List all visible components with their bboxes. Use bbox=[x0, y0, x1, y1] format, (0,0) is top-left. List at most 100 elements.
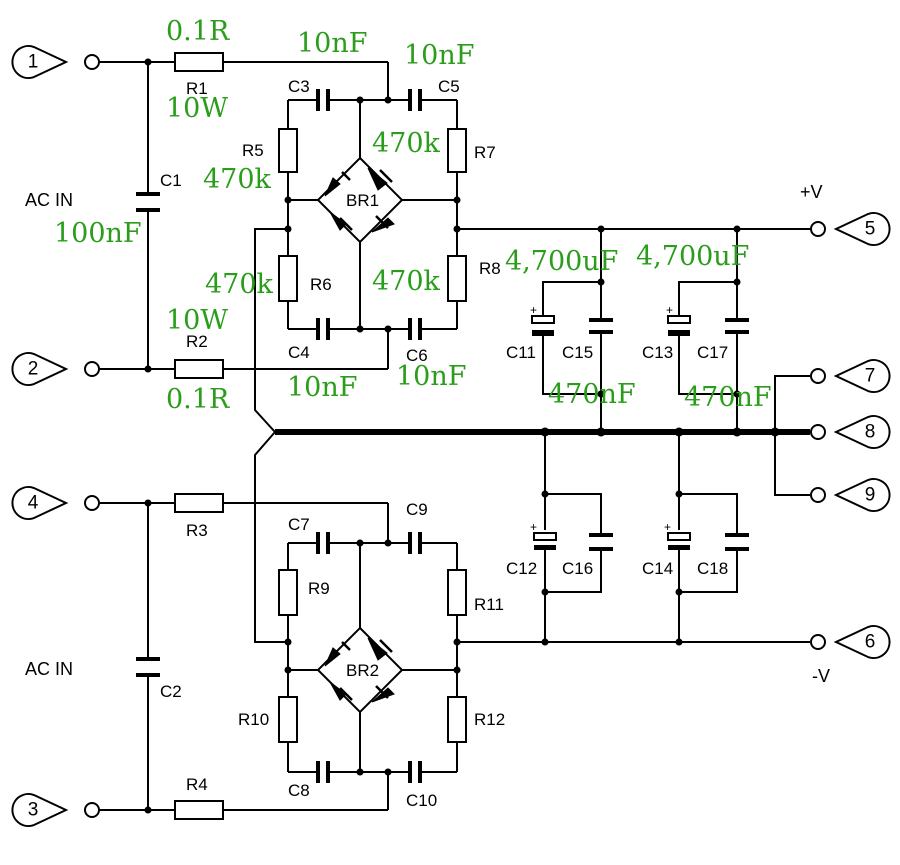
bridge-rectifier-br1 bbox=[316, 156, 404, 244]
ref-r3: R3 bbox=[186, 521, 208, 540]
pin-8: 8 bbox=[810, 415, 891, 449]
ref-br1: BR1 bbox=[346, 191, 379, 210]
resistors bbox=[174, 52, 467, 820]
resistor-r11 bbox=[447, 569, 467, 616]
ref-r12: R12 bbox=[474, 710, 505, 729]
ref-r5: R5 bbox=[242, 141, 264, 160]
c4-value-label: 10nF bbox=[287, 372, 357, 403]
svg-text:+: + bbox=[666, 303, 673, 317]
capacitor-c9 bbox=[408, 532, 422, 554]
junction-dots bbox=[144, 58, 780, 814]
r2-value-label: 0.1R bbox=[166, 384, 230, 415]
c15-value-label: 470nF bbox=[548, 379, 636, 410]
ref-c12: C12 bbox=[506, 559, 537, 578]
capacitor-c18 bbox=[725, 533, 749, 551]
capacitor-c5 bbox=[408, 89, 422, 111]
ref-c14: C14 bbox=[642, 559, 673, 578]
ref-r8: R8 bbox=[479, 259, 501, 278]
capacitor-c17 bbox=[725, 318, 749, 334]
r5-value-label: 470k bbox=[203, 164, 272, 195]
ref-r7: R7 bbox=[474, 143, 496, 162]
svg-text:8: 8 bbox=[865, 422, 876, 443]
ref-br2: BR2 bbox=[346, 661, 379, 680]
ref-c1: C1 bbox=[160, 171, 182, 190]
pin-9: 9 bbox=[810, 478, 891, 512]
svg-text:2: 2 bbox=[28, 359, 39, 380]
pin-4: 4 bbox=[11, 486, 100, 520]
ref-r4: R4 bbox=[186, 775, 208, 794]
resistor-r1 bbox=[174, 52, 224, 72]
value-annotations: 0.1R 10W 10W 0.1R 100nF 10nF 10nF 10nF 1… bbox=[54, 16, 772, 415]
pin-3: 3 bbox=[11, 793, 100, 827]
r7-value-label: 470k bbox=[372, 128, 441, 159]
ref-r2: R2 bbox=[186, 332, 208, 351]
ref-r11: R11 bbox=[474, 595, 504, 614]
ref-c5: C5 bbox=[438, 77, 460, 96]
r8-value-label: 470k bbox=[372, 266, 441, 297]
ref-c15: C15 bbox=[562, 343, 593, 362]
capacitor-c4 bbox=[316, 318, 330, 340]
resistor-r12 bbox=[447, 696, 467, 743]
svg-text:9: 9 bbox=[865, 485, 876, 506]
pin-2: 2 bbox=[11, 352, 100, 386]
svg-text:7: 7 bbox=[865, 366, 876, 387]
c3-value-label: 10nF bbox=[297, 28, 367, 59]
r6-value-label: 470k bbox=[205, 269, 274, 300]
resistor-r6 bbox=[278, 255, 298, 302]
resistor-r7 bbox=[447, 128, 467, 173]
plus-v-label: +V bbox=[800, 182, 823, 202]
wires-bottom bbox=[100, 431, 810, 811]
ref-c8: C8 bbox=[288, 781, 310, 800]
c6-value-label: 10nF bbox=[396, 361, 466, 392]
ref-r10: R10 bbox=[238, 710, 269, 729]
component-labels: AC IN AC IN +V -V R1 R2 R3 R4 R5 R6 R7 R… bbox=[25, 77, 830, 810]
capacitor-c1 bbox=[136, 192, 160, 212]
resistor-r2 bbox=[174, 359, 224, 379]
svg-text:+: + bbox=[530, 303, 537, 317]
capacitor-c11: + bbox=[530, 303, 555, 336]
capacitor-c3 bbox=[316, 89, 330, 111]
ref-c10: C10 bbox=[406, 791, 437, 810]
capacitor-c15 bbox=[589, 318, 613, 334]
svg-text:5: 5 bbox=[865, 219, 876, 240]
r1-value-label: 0.1R bbox=[166, 16, 230, 47]
c1-value-label: 100nF bbox=[54, 218, 142, 249]
ref-c9: C9 bbox=[406, 500, 428, 519]
c5-value-label: 10nF bbox=[404, 40, 474, 71]
svg-text:1: 1 bbox=[28, 52, 39, 73]
ref-c4: C4 bbox=[288, 343, 310, 362]
ref-c11: C11 bbox=[506, 343, 536, 362]
capacitor-c6 bbox=[408, 318, 422, 340]
capacitor-c7 bbox=[316, 532, 330, 554]
capacitor-c2 bbox=[136, 657, 160, 677]
pin-6: 6 bbox=[810, 625, 891, 659]
wires-top bbox=[100, 61, 810, 433]
ref-r1: R1 bbox=[186, 79, 208, 98]
ac-in-label-bottom: AC IN bbox=[25, 659, 73, 679]
r1-power-label: 10W bbox=[166, 93, 228, 124]
pin-5: 5 bbox=[810, 212, 891, 246]
ref-c3: C3 bbox=[288, 77, 310, 96]
minus-v-label: -V bbox=[812, 666, 830, 686]
terminals: 1 2 4 3 5 7 8 bbox=[11, 45, 891, 827]
ref-r9: R9 bbox=[308, 579, 330, 598]
ref-c16: C16 bbox=[562, 559, 593, 578]
pin-1: 1 bbox=[11, 45, 100, 79]
resistor-r4 bbox=[174, 800, 224, 820]
ref-r6: R6 bbox=[310, 275, 332, 294]
resistor-r8 bbox=[447, 255, 467, 302]
resistor-r5 bbox=[278, 128, 298, 173]
resistor-r9 bbox=[278, 569, 298, 616]
capacitors: + + + + bbox=[136, 89, 749, 783]
ac-in-label-top: AC IN bbox=[25, 190, 73, 210]
c11-value-label: 4,700uF bbox=[505, 246, 618, 277]
ref-c17: C17 bbox=[697, 343, 728, 362]
capacitor-c14: + bbox=[664, 520, 691, 550]
capacitor-c8 bbox=[316, 761, 330, 783]
resistor-r3 bbox=[174, 493, 224, 513]
svg-text:6: 6 bbox=[865, 632, 876, 653]
svg-text:4: 4 bbox=[28, 493, 39, 514]
capacitor-c13: + bbox=[666, 303, 691, 336]
capacitor-c10 bbox=[408, 761, 422, 783]
capacitor-c16 bbox=[589, 533, 613, 551]
